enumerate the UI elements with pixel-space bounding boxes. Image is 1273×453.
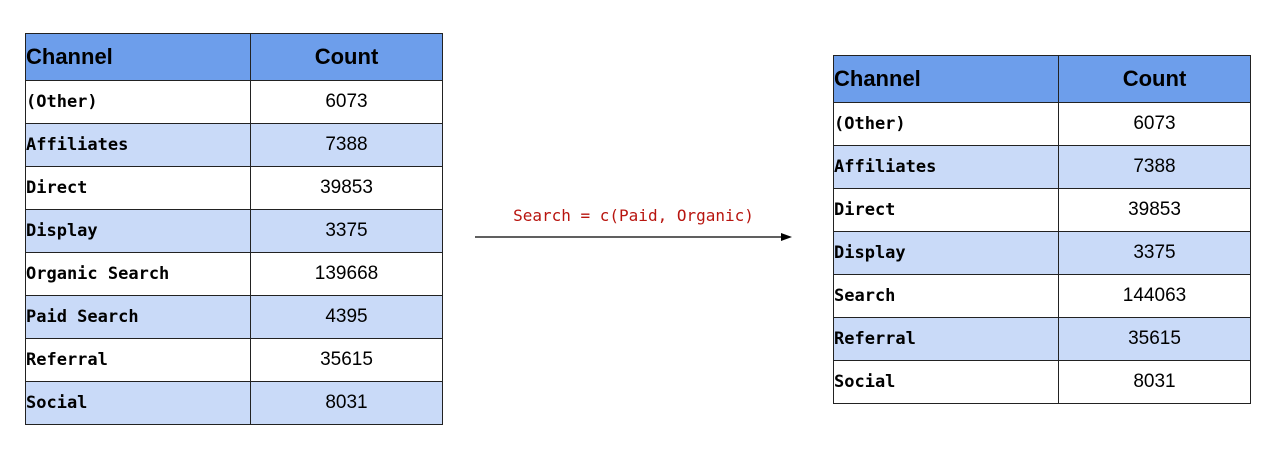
table-row: Search 144063 [833, 274, 1251, 318]
count-cell: 3375 [250, 209, 443, 253]
table-row: Referral 35615 [833, 317, 1251, 361]
channel-cell: Affiliates [833, 145, 1059, 189]
count-cell: 7388 [250, 123, 443, 167]
count-cell: 6073 [250, 80, 443, 124]
source-table: Channel Count (Other) 6073 Affiliates 73… [25, 33, 443, 425]
table-row: Display 3375 [25, 209, 443, 253]
count-cell: 4395 [250, 295, 443, 339]
table-header-row: Channel Count [833, 55, 1251, 103]
channel-cell: Referral [833, 317, 1059, 361]
count-cell: 35615 [250, 338, 443, 382]
channel-cell: Display [25, 209, 251, 253]
channel-cell: Social [833, 360, 1059, 404]
channel-cell: Social [25, 381, 251, 425]
column-header-count: Count [250, 33, 443, 81]
count-cell: 8031 [250, 381, 443, 425]
table-row: Referral 35615 [25, 338, 443, 382]
count-cell: 6073 [1058, 102, 1251, 146]
channel-cell: Direct [833, 188, 1059, 232]
table-row: Paid Search 4395 [25, 295, 443, 339]
channel-cell: Affiliates [25, 123, 251, 167]
channel-cell: (Other) [25, 80, 251, 124]
channel-cell: Organic Search [25, 252, 251, 296]
count-cell: 39853 [1058, 188, 1251, 232]
table-header-row: Channel Count [25, 33, 443, 81]
column-header-count: Count [1058, 55, 1251, 103]
table-row: Direct 39853 [833, 188, 1251, 232]
table-row: (Other) 6073 [25, 80, 443, 124]
column-header-channel: Channel [833, 55, 1059, 103]
result-table: Channel Count (Other) 6073 Affiliates 73… [833, 55, 1251, 404]
count-cell: 8031 [1058, 360, 1251, 404]
transform-label: Search = c(Paid, Organic) [513, 206, 754, 225]
channel-cell: Referral [25, 338, 251, 382]
table-row: (Other) 6073 [833, 102, 1251, 146]
table-row: Social 8031 [25, 381, 443, 425]
count-cell: 35615 [1058, 317, 1251, 361]
count-cell: 3375 [1058, 231, 1251, 275]
channel-cell: Search [833, 274, 1059, 318]
channel-cell: (Other) [833, 102, 1059, 146]
table-row: Social 8031 [833, 360, 1251, 404]
count-cell: 144063 [1058, 274, 1251, 318]
channel-cell: Direct [25, 166, 251, 210]
count-cell: 7388 [1058, 145, 1251, 189]
table-row: Affiliates 7388 [833, 145, 1251, 189]
column-header-channel: Channel [25, 33, 251, 81]
table-row: Display 3375 [833, 231, 1251, 275]
table-row: Affiliates 7388 [25, 123, 443, 167]
channel-cell: Display [833, 231, 1059, 275]
count-cell: 39853 [250, 166, 443, 210]
transform-arrow [475, 233, 792, 241]
count-cell: 139668 [250, 252, 443, 296]
channel-cell: Paid Search [25, 295, 251, 339]
table-row: Direct 39853 [25, 166, 443, 210]
table-row: Organic Search 139668 [25, 252, 443, 296]
